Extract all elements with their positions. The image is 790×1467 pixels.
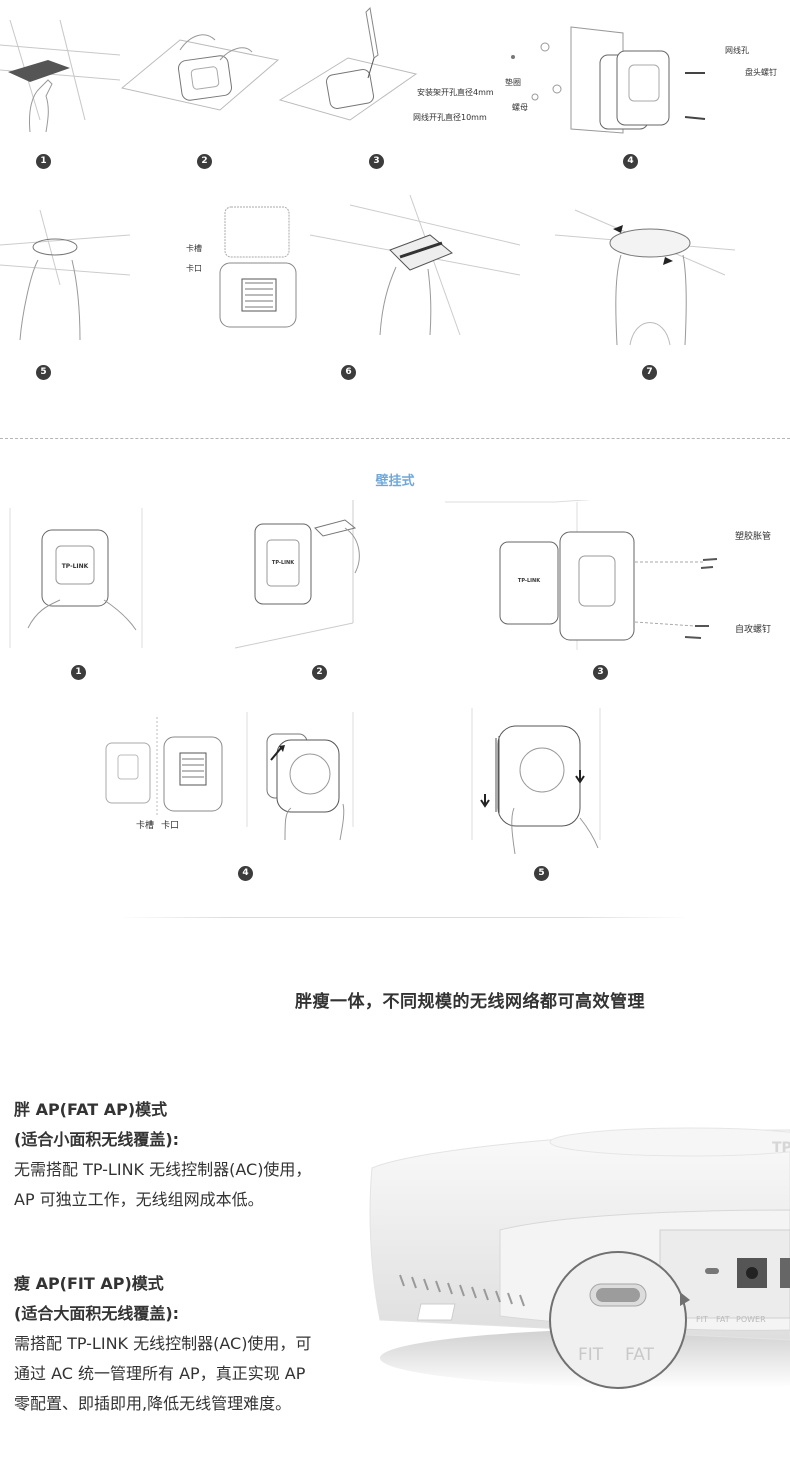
wall-step2-brand: TP-LINK [272, 560, 295, 566]
wall-step4-parts-illustration [105, 717, 223, 815]
fit-mode-subtitle: (适合大面积无线覆盖): [14, 1304, 180, 1323]
ceiling-step-2: 2 [197, 154, 212, 169]
ceiling-step3-illustration [278, 6, 418, 121]
fat-mode-subtitle: (适合小面积无线覆盖): [14, 1130, 180, 1149]
ceiling-step6-bracket-illustration [219, 206, 297, 328]
wall-step4-illustration [246, 712, 354, 841]
wall-step3-illustration: TP-LINK [445, 500, 718, 650]
small-fat-label: FAT [716, 1315, 730, 1324]
ceiling-step-4: 4 [623, 154, 638, 169]
callout-clip: 卡口 [186, 264, 202, 273]
wall-step1-brand: TP-LINK [62, 563, 89, 570]
ceiling-step-3: 3 [369, 154, 384, 169]
ceiling-step5-illustration [0, 209, 130, 341]
fat-mode-title: 胖 AP(FAT AP)模式 [14, 1100, 168, 1119]
callout-cable-port: 网线孔 [725, 46, 749, 55]
fat-mode-line1: 无需搭配 TP-LINK 无线控制器(AC)使用， [14, 1160, 312, 1179]
wall-step5-illustration [471, 708, 601, 855]
ceiling-step-7: 7 [642, 365, 657, 380]
wall-callout-clip: 卡口 [161, 821, 180, 831]
wall-callout-slot: 卡槽 [136, 821, 155, 831]
feature-headline: 胖瘦一体，不同规模的无线网络都可高效管理 [295, 992, 645, 1012]
wall-step-2: 2 [312, 665, 327, 680]
wall-mount-title: 壁挂式 [375, 474, 415, 489]
callout-anchor: 塑胶胀管 [735, 532, 772, 542]
fat-switch-label: FAT [625, 1345, 655, 1365]
wall-step-1: 1 [71, 665, 86, 680]
callout-bracket-hole: 安装架开孔直径4mm [417, 88, 494, 97]
ceiling-step7-illustration [555, 209, 735, 346]
svg-text:TP: TP [772, 1140, 790, 1156]
fit-mode-title: 瘦 AP(FIT AP)模式 [14, 1274, 164, 1293]
ceiling-step2-illustration [120, 34, 280, 111]
fit-switch-label: FIT [578, 1345, 604, 1365]
ceiling-step-5: 5 [36, 365, 51, 380]
ceiling-step-1: 1 [36, 154, 51, 169]
callout-washer: 垫圈 [505, 78, 521, 87]
fit-mode-line3: 零配置、即插即用,降低无线管理难度。 [14, 1394, 292, 1413]
callout-tapping-screw: 自攻螺钉 [735, 625, 772, 635]
ceiling-step1-illustration [0, 19, 120, 133]
wall-step3-brand: TP-LINK [518, 578, 541, 584]
callout-cable-hole: 网线开孔直径10mm [413, 113, 487, 122]
wall-step2-illustration: TP-LINK [235, 500, 360, 649]
wall-step1-illustration: TP-LINK [9, 508, 143, 648]
fit-mode-line2: 通过 AC 统一管理所有 AP，真正实现 AP [14, 1364, 306, 1383]
ap-device-closeup: TP FIT FAT POWER FIT FAT [369, 1127, 790, 1389]
callout-screw: 盘头螺钉 [745, 68, 777, 77]
bottom-divider [118, 917, 688, 918]
wall-step-3: 3 [593, 665, 608, 680]
wall-step-4: 4 [238, 866, 253, 881]
fit-mode-line1: 需搭配 TP-LINK 无线控制器(AC)使用，可 [14, 1334, 312, 1353]
callout-slot: 卡槽 [186, 244, 202, 253]
fat-mode-line2: AP 可独立工作，无线组网成本低。 [14, 1190, 264, 1209]
callout-nut: 螺母 [512, 103, 528, 112]
section-divider [0, 438, 790, 439]
ceiling-step6-illustration [310, 195, 520, 336]
power-label: POWER [736, 1315, 766, 1324]
small-fit-label: FIT [696, 1315, 708, 1324]
ceiling-step-6: 6 [341, 365, 356, 380]
ceiling-step4-illustration [511, 26, 706, 134]
wall-step-5: 5 [534, 866, 549, 881]
